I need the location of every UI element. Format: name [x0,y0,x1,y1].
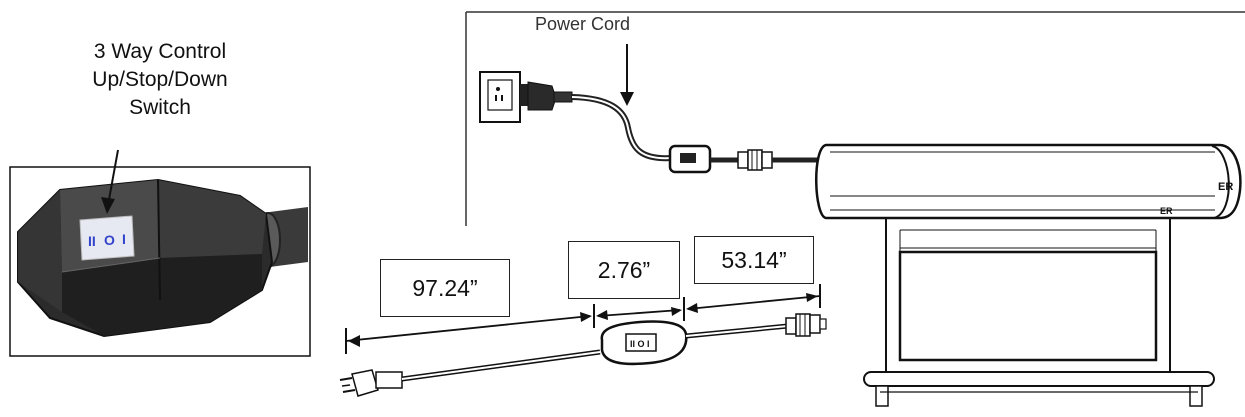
switch-caption-line2: Up/Stop/Down [92,68,228,91]
power-cord-assembly-icon: II O I [339,313,827,397]
svg-text:I: I [122,231,126,247]
power-cord-label: Power Cord [535,14,631,34]
switch-caption-line1: 3 Way Control [93,40,227,63]
dimension-value: 2.76” [597,256,651,283]
power-cord-line [571,94,673,162]
dimension-label-switch-box: 2.76” [568,241,680,299]
svg-text:ER: ER [1218,181,1233,193]
dimension-label-cord-to-plug: 97.24” [380,259,510,317]
dimension-label-cord-to-connector: 53.14” [694,236,814,284]
projector-screen-icon: ER ER [815,143,1242,407]
wall-outlet-icon [479,71,521,123]
power-cord-arrow [620,44,634,106]
inline-switch-top-icon [668,144,822,174]
dimension-value: 97.24” [412,274,478,301]
wall-plug-icon [520,81,573,111]
installation-panel-frame [465,11,1245,226]
rocker-switch-icon: II O I [79,215,135,261]
svg-text:O: O [104,232,115,248]
dimension-value: 53.14” [721,247,787,273]
switch-pointer-arrow [101,149,119,214]
svg-text:II O I: II O I [630,339,650,349]
switch-closeup-photo: II O I [9,149,311,357]
switch-caption-line3: Switch [129,96,191,119]
svg-text:II: II [88,233,96,249]
dimension-line [345,284,821,354]
svg-text:ER: ER [1160,206,1173,216]
switch-caption: 3 Way Control Up/Stop/Down Switch [40,38,280,122]
